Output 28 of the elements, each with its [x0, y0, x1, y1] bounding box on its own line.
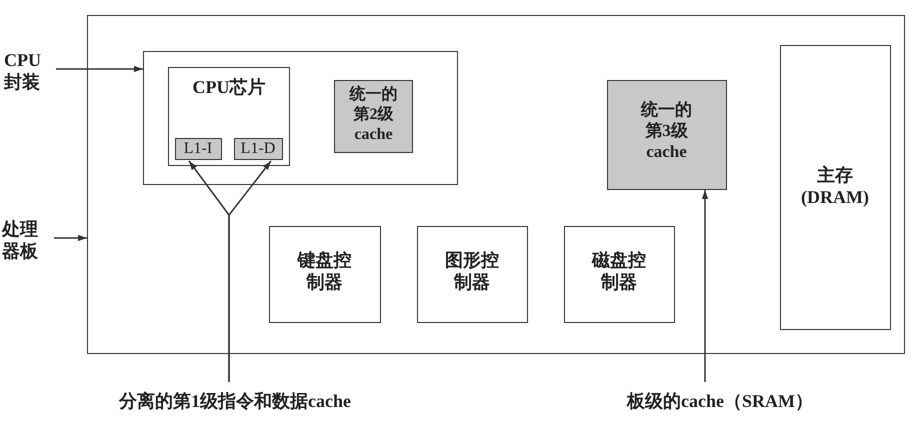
box-label: 磁盘控制器: [590, 248, 647, 294]
text-label: 分离的第1级指令和数据cache: [119, 390, 351, 412]
memory-box: [780, 44, 890, 330]
text-label: 板级的cache（SRAM）: [627, 390, 813, 412]
box-label: 统一的第2级cache: [348, 85, 398, 145]
box-label: 统一的第3级cache: [640, 98, 693, 162]
arrow: [56, 66, 143, 72]
cache-box: [174, 138, 222, 160]
cache-box: [234, 138, 282, 160]
box-label: 图形控制器: [444, 248, 500, 294]
text-label: CPU封装: [4, 48, 42, 94]
cpu-chip-box: [168, 67, 290, 166]
cache-box: [334, 80, 413, 153]
controller-box: [268, 226, 380, 322]
processor-board-frame: [87, 15, 905, 354]
box-label: 键盘控制器: [296, 248, 352, 294]
box-label: CPU芯片: [192, 76, 266, 98]
text-label: 处理器板: [2, 218, 39, 262]
box-label: L1-D: [240, 138, 276, 158]
box-label: 主存(DRAM): [800, 164, 870, 208]
arrow: [54, 234, 87, 242]
controller-box: [416, 226, 528, 322]
arrow: [702, 190, 708, 382]
cache-box: [606, 80, 726, 190]
arrow: [228, 160, 272, 382]
box-label: L1-I: [184, 138, 212, 158]
controller-box: [564, 226, 674, 322]
cpu-package-frame: [142, 50, 458, 184]
